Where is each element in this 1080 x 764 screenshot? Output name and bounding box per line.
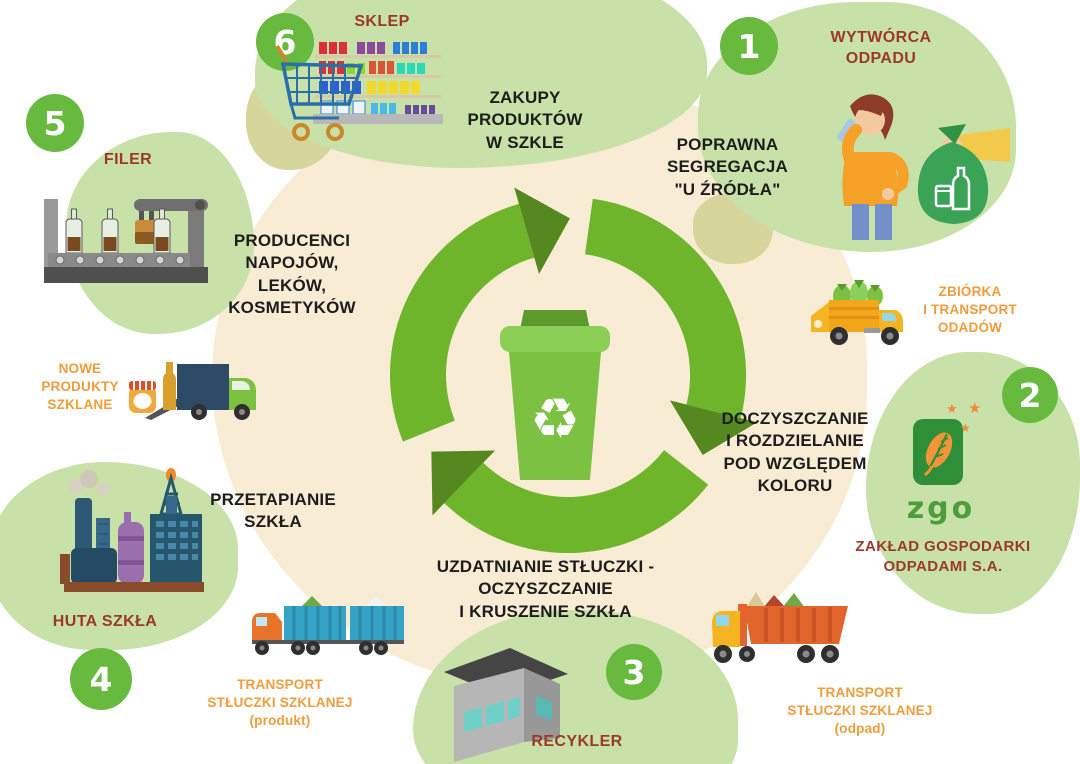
step4-caption: PRZETAPIANIE SZKŁA xyxy=(210,490,336,532)
bottling-line-icon xyxy=(44,199,208,283)
trailer-truck-icon xyxy=(252,596,404,655)
step1-badge: 1 xyxy=(720,17,778,75)
person-with-trash-bag-icon xyxy=(837,94,1010,240)
glassworks-factory-icon xyxy=(60,468,204,592)
step6-caption: ZAKUPY PRODUKTÓW W SZKLE xyxy=(467,88,583,152)
step2-caption: DOCZYSZCZANIE I ROZDZIELANIE POD WZGLĘDE… xyxy=(721,409,869,496)
zgo-logo-text: zgo xyxy=(906,491,976,526)
step5-badge: 5 xyxy=(26,94,84,152)
collection-transport-label: ZBIÓRKA I TRANSPORT ODADÓW xyxy=(923,284,1017,335)
step6-title: SKLEP xyxy=(354,13,410,30)
star-icon: ★ xyxy=(946,402,958,417)
step2-badge: 2 xyxy=(1002,367,1058,423)
step4-badge: 4 xyxy=(70,648,132,710)
step5-title: FILER xyxy=(103,151,153,168)
new-products-label: NOWE PRODUKTY SZKLANE xyxy=(41,361,119,412)
cullet-waste-transport-label: TRANSPORT STŁUCZKI SZKLANEJ (odpad) xyxy=(787,685,933,736)
recycle-bin-icon: ♻ xyxy=(500,310,610,480)
dump-truck-icon xyxy=(712,592,848,663)
step3-title: RECYKLER xyxy=(531,733,623,750)
glass-products-delivery-icon xyxy=(129,362,256,420)
star-icon: ★ xyxy=(960,421,971,435)
step3-caption: UZDATNIANIE STŁUCZKI - OCZYSZCZANIE I KR… xyxy=(436,557,655,621)
garbage-truck-icon xyxy=(811,280,903,345)
step3-badge: 3 xyxy=(606,644,662,700)
zgo-logo-leaf-icon xyxy=(913,419,963,485)
shopping-cart-shelves-icon xyxy=(275,42,443,141)
step1-caption: POPRAWNA SEGREGACJA "U ŹRÓDŁA" xyxy=(666,135,789,199)
step1-title: WYTWÓRCA ODPADU xyxy=(830,29,932,68)
step5-caption: PRODUCENCI NAPOJÓW, LEKÓW, KOSMETYKÓW xyxy=(228,231,356,318)
cullet-product-transport-label: TRANSPORT STŁUCZKI SZKLANEJ (produkt) xyxy=(207,677,353,728)
step2-title: ZAKŁAD GOSPODARKI ODPADAMI S.A. xyxy=(855,538,1031,575)
star-icon: ★ xyxy=(968,399,982,417)
recycle-glyph-icon: ♻ xyxy=(530,387,580,452)
step4-title: HUTA SZKŁA xyxy=(52,613,158,630)
recycler-warehouse-icon xyxy=(444,648,568,762)
